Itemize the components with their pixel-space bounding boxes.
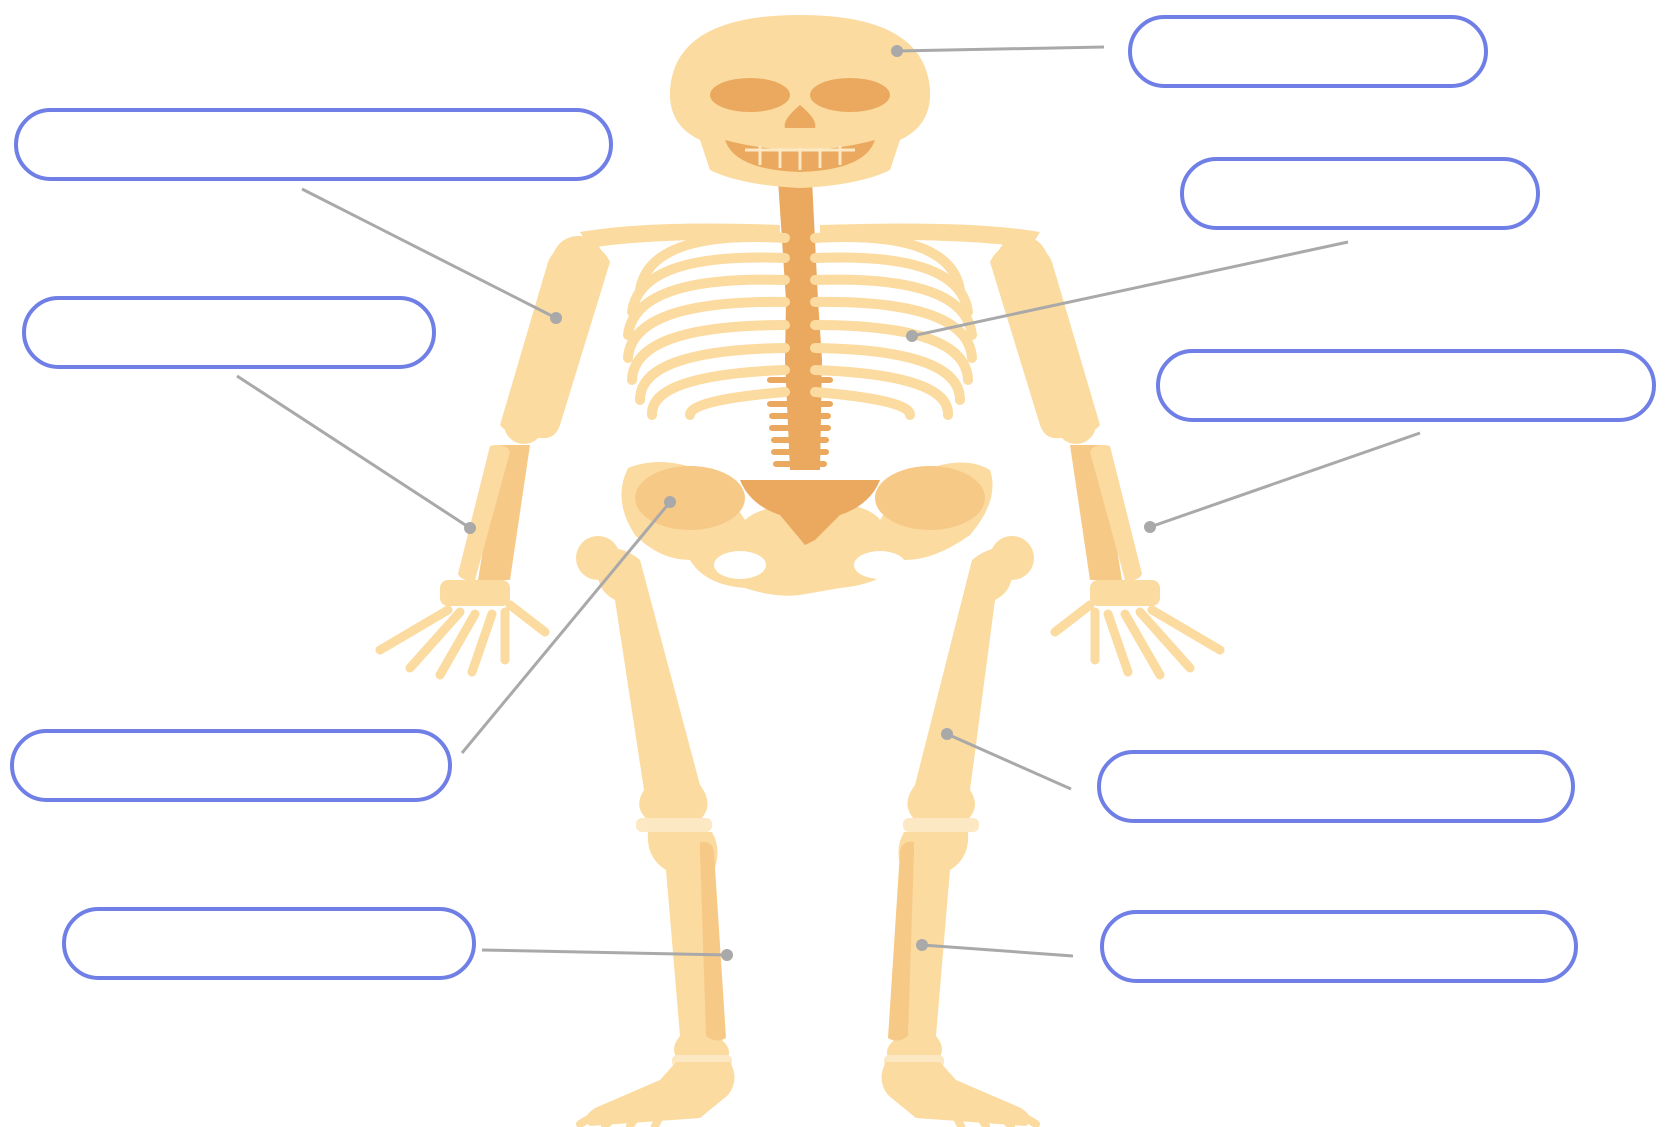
leader-line-skull	[897, 47, 1104, 51]
pelvis	[621, 462, 992, 596]
skull	[670, 15, 930, 188]
leader-line-ulna-right	[1150, 433, 1420, 527]
label-box-pelvis[interactable]	[10, 729, 452, 802]
leader-line-ribs	[912, 242, 1348, 336]
hand-right	[1055, 580, 1220, 675]
eye-socket-left	[710, 78, 790, 112]
right-arm	[990, 236, 1220, 675]
left-leg	[576, 536, 735, 1126]
leader-line-tibia-right	[922, 945, 1073, 956]
eye-socket-right	[810, 78, 890, 112]
label-box-tibia-fibula-right[interactable]	[1100, 910, 1578, 983]
label-box-ribs[interactable]	[1180, 157, 1540, 230]
label-box-femur[interactable]	[1097, 750, 1575, 823]
leader-line-ulna-left	[237, 376, 470, 528]
label-box-tibia-fibula-left[interactable]	[62, 907, 476, 980]
label-box-ulna-radius-left[interactable]	[22, 296, 436, 369]
femur-right	[908, 548, 1013, 823]
right-leg	[881, 536, 1036, 1126]
hand-left	[380, 580, 545, 675]
label-box-skull[interactable]	[1128, 15, 1488, 88]
femur-left	[598, 548, 708, 823]
label-box-ulna-radius-right[interactable]	[1156, 349, 1656, 422]
label-box-humerus[interactable]	[14, 108, 613, 181]
